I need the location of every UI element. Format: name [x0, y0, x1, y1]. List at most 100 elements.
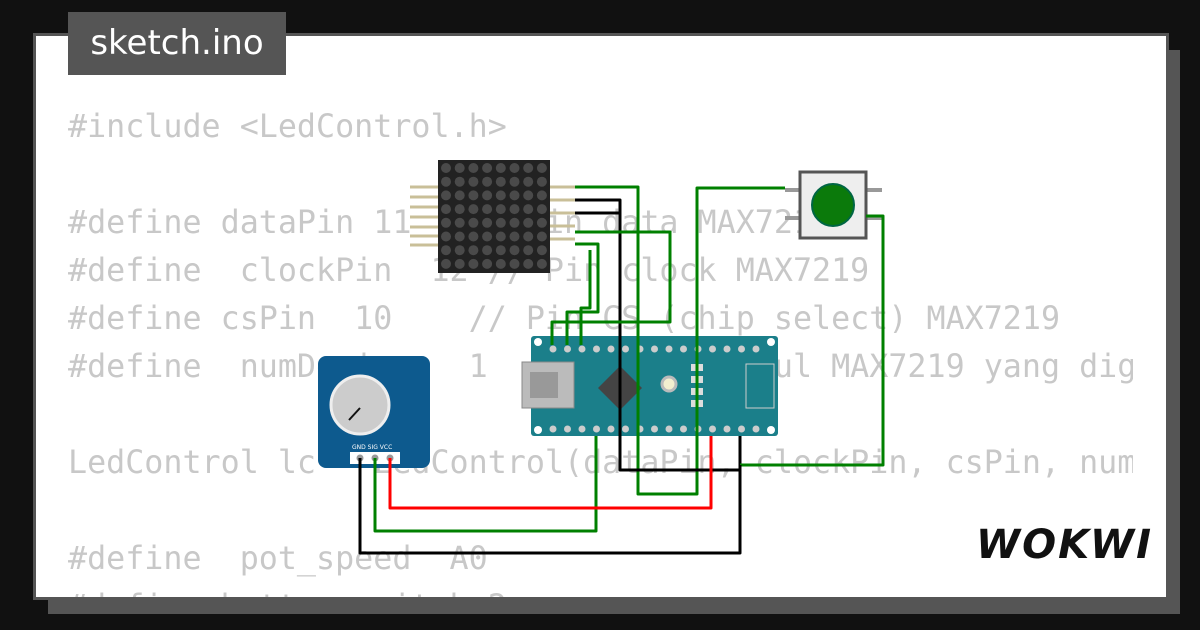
wires: [358, 185, 885, 555]
nano-pin: [723, 425, 731, 433]
nano-pin: [549, 345, 557, 353]
led-dot: [454, 204, 465, 215]
led-dot: [536, 204, 547, 215]
led-dot: [523, 231, 534, 242]
nano-pin: [578, 425, 586, 433]
led-dot: [468, 217, 479, 228]
code-line: #define pot_speed A0: [68, 541, 488, 577]
nano-pin: [709, 345, 716, 353]
led-dot: [495, 204, 506, 215]
led-dot: [509, 190, 520, 201]
nano-pin: [593, 425, 600, 433]
led-dot: [509, 258, 520, 269]
nano-pin: [651, 425, 658, 433]
nano-pin: [607, 425, 615, 433]
nano-pin: [564, 345, 571, 353]
nano-pin: [738, 345, 745, 353]
nano-pin: [738, 425, 745, 433]
led-dot: [509, 245, 520, 256]
led-dot: [454, 231, 465, 242]
led-dot: [509, 217, 520, 228]
led-dot: [495, 190, 506, 201]
led-dot: [536, 245, 547, 256]
file-tab: sketch.ino: [68, 12, 286, 75]
led-dot: [523, 217, 534, 228]
led-dot: [454, 163, 465, 173]
nano-pin: [564, 425, 571, 433]
led-dot: [495, 231, 506, 242]
led-dot: [523, 204, 534, 215]
led-dot: [509, 176, 520, 187]
led-dot: [536, 258, 547, 269]
led-dot: [536, 176, 547, 187]
led-dot: [468, 204, 479, 215]
led-dot: [495, 258, 506, 269]
nano-pin: [607, 345, 615, 353]
wire: [575, 185, 785, 496]
led-dot: [536, 163, 547, 173]
nano-pin: [651, 345, 658, 353]
led-dot: [523, 190, 534, 201]
led-dot: [509, 163, 520, 173]
led-dot: [454, 190, 465, 201]
code-line: #include <LedControl.h>: [68, 109, 507, 145]
nano-pin: [680, 345, 687, 353]
led-dot: [468, 258, 479, 269]
nano-pin: [593, 345, 600, 353]
led-dot: [482, 245, 493, 256]
led-dot: [441, 163, 451, 173]
led-dot: [482, 217, 493, 228]
led-dot: [441, 217, 451, 228]
nano-pin: [709, 425, 716, 433]
led-dot: [482, 258, 493, 269]
code-line: LedControl lc = LedControl(dataPin, cloc…: [68, 445, 1133, 481]
led-dot: [523, 163, 534, 173]
nano-pin: [665, 345, 673, 353]
pushbutton: [785, 170, 882, 240]
led-dot: [495, 245, 506, 256]
led-dot: [468, 163, 479, 173]
led-dot: [454, 176, 465, 187]
led-dot: [536, 217, 547, 228]
led-dot: [441, 204, 451, 215]
nano-pin: [752, 345, 760, 353]
code-preview-card: #include <LedControl.h> #define dataPin …: [33, 33, 1169, 600]
nano-pin: [752, 425, 760, 433]
code-line: #define button_switch 2: [68, 587, 1133, 597]
led-dot: [454, 245, 465, 256]
led-dot: [441, 231, 451, 242]
nano-pin: [723, 345, 731, 353]
led-dot: [482, 204, 493, 215]
led-dot: [536, 231, 547, 242]
led-dot: [523, 176, 534, 187]
led-dot: [454, 217, 465, 228]
led-dot: [482, 163, 493, 173]
led-dot: [495, 163, 506, 173]
led-dot: [441, 245, 451, 256]
led-dot: [468, 245, 479, 256]
led-dot: [468, 190, 479, 201]
nano-pin: [622, 345, 629, 353]
wokwi-logo: WOKWI: [976, 522, 1154, 568]
led-dot: [441, 190, 451, 201]
led-dot: [523, 258, 534, 269]
led-dot: [441, 258, 451, 269]
led-matrix: [410, 160, 575, 273]
led-dot: [454, 258, 465, 269]
nano-pin: [578, 345, 586, 353]
led-dot: [509, 204, 520, 215]
led-dot: [482, 190, 493, 201]
code-line: #define csPin 10 // Pin CS (chip select)…: [68, 301, 1061, 337]
led-dot: [482, 176, 493, 187]
nano-pin: [549, 425, 557, 433]
potentiometer: GND SIG VCC: [318, 356, 430, 468]
led-dot: [523, 245, 534, 256]
led-dot: [482, 231, 493, 242]
led-dot: [509, 231, 520, 242]
nano-pin: [622, 425, 629, 433]
led-dot: [536, 190, 547, 201]
nano-pin: [665, 425, 673, 433]
pot-pin-labels: GND SIG VCC: [352, 444, 392, 451]
led-dot: [495, 176, 506, 187]
